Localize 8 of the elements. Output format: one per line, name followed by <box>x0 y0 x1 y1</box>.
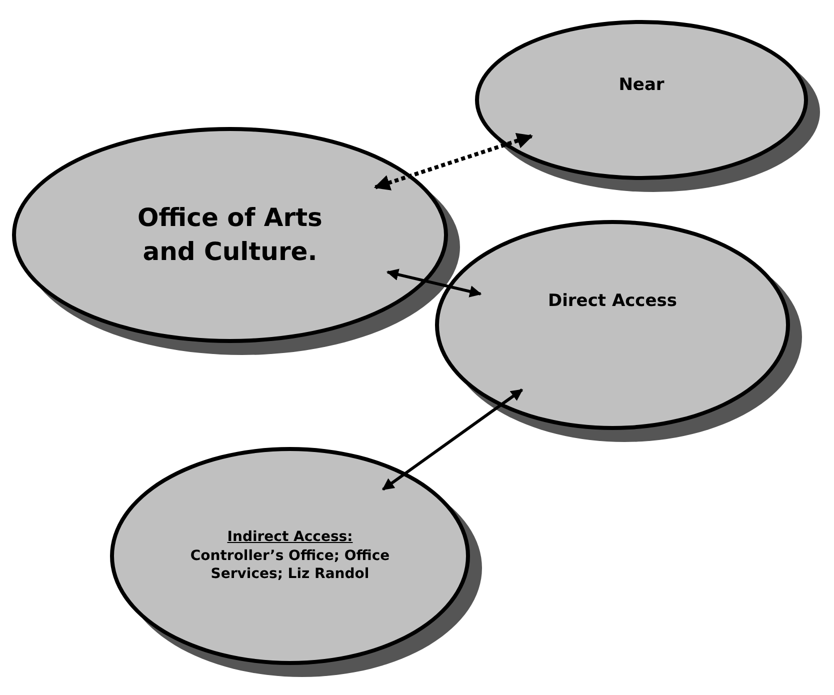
node-label: Near <box>618 74 664 97</box>
node-label: Controller’s Office; Office Services; Liz Randol <box>189 546 391 584</box>
arrow <box>382 388 524 491</box>
arrow <box>374 132 534 190</box>
node-label: Office of Arts and Culture. <box>136 202 324 268</box>
node-label: Direct Access <box>548 290 678 313</box>
arrow <box>386 268 482 298</box>
node-heading: Indirect Access: <box>227 528 353 547</box>
